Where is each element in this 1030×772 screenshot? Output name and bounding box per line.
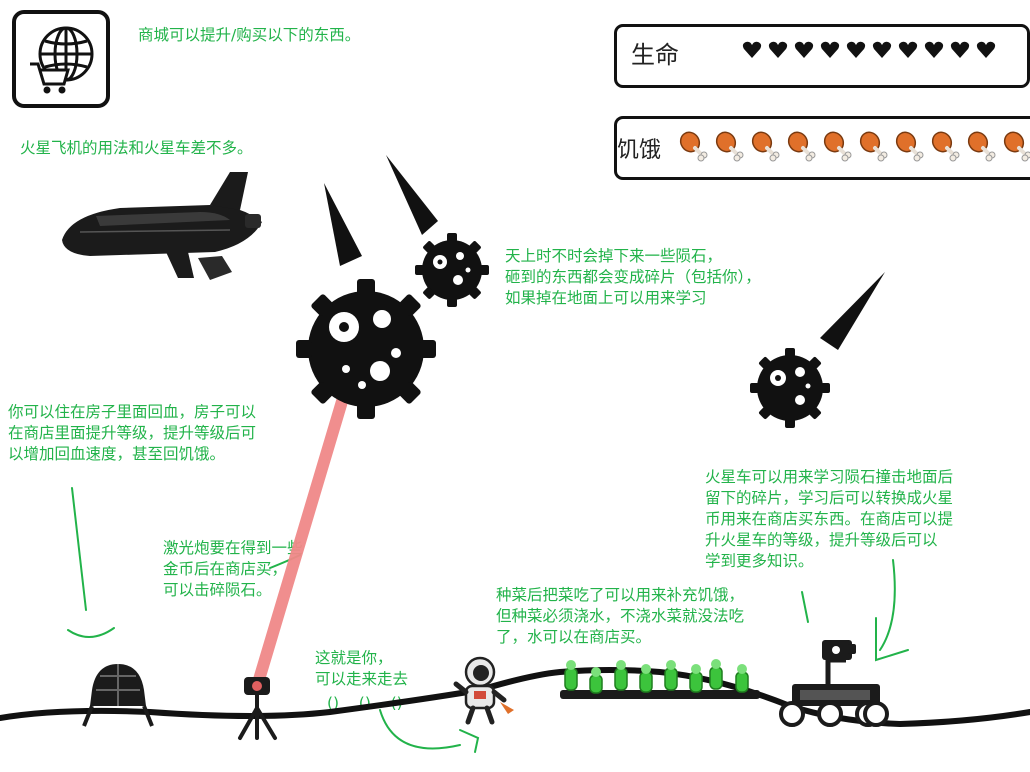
drumstick-icon bbox=[967, 131, 996, 162]
laser-cannon bbox=[238, 677, 277, 740]
meteor-trail bbox=[324, 183, 362, 266]
life-label: 生命 bbox=[631, 41, 679, 69]
meteor-large bbox=[296, 279, 436, 419]
drumstick-icon bbox=[715, 131, 744, 162]
note-shop: 商城可以提升/购买以下的东西。 bbox=[138, 26, 361, 44]
heart-icon bbox=[924, 41, 944, 58]
drumstick-icon bbox=[787, 131, 816, 162]
heart-icon bbox=[976, 41, 996, 58]
hunger-panel: 饥饿 bbox=[614, 116, 1030, 180]
note-plane: 火星飞机的用法和火星车差不多。 bbox=[20, 139, 253, 157]
drumstick-icon bbox=[1003, 131, 1030, 162]
heart-icon bbox=[820, 41, 840, 58]
note-laser: 激光炮要在得到一些 金币后在商店买， 可以击碎陨石。 bbox=[163, 539, 303, 599]
globe-cart-icon bbox=[30, 26, 94, 94]
drumstick-icon bbox=[931, 131, 960, 162]
heart-icon bbox=[898, 41, 918, 58]
vegetable-farm bbox=[560, 659, 760, 699]
note-player: 这就是你， 可以走来走去 bbox=[315, 649, 409, 688]
heart-icon bbox=[950, 41, 970, 58]
habitat-house bbox=[82, 664, 154, 727]
meteor-small bbox=[415, 233, 489, 307]
note-meteor: 天上时不时会掉下来一些陨石， 砸到的东西都会变成碎片（包括你）， 如果掉在地面上… bbox=[505, 247, 761, 307]
player-astronaut bbox=[453, 656, 514, 725]
drumsticks-row bbox=[679, 130, 1030, 162]
note-rover: 火星车可以用来学习陨石撞击地面后 留下的碎片，学习后可以转换成火星 币用来在商店… bbox=[705, 468, 954, 570]
heart-icon bbox=[768, 41, 788, 58]
drumstick-icon bbox=[823, 131, 852, 162]
heart-icon bbox=[846, 41, 866, 58]
shop-button[interactable] bbox=[12, 10, 110, 108]
drumstick-icon bbox=[751, 131, 780, 162]
hunger-label: 饥饿 bbox=[617, 138, 662, 163]
drumstick-icon bbox=[895, 131, 924, 162]
mars-plane bbox=[62, 172, 262, 280]
mars-rover bbox=[779, 640, 889, 727]
meteor-trail bbox=[820, 272, 885, 350]
drumstick-icon bbox=[679, 131, 708, 162]
heart-icon bbox=[742, 41, 762, 58]
heart-icon bbox=[794, 41, 814, 58]
drumstick-icon bbox=[859, 131, 888, 162]
hearts-row bbox=[742, 41, 996, 59]
meteor-small bbox=[750, 348, 830, 428]
heart-icon bbox=[872, 41, 892, 58]
note-player-marks: () () () bbox=[327, 694, 403, 712]
note-house: 你可以住在房子里面回血，房子可以 在商店里面提升等级，提升等级后可 以增加回血速… bbox=[8, 403, 257, 463]
meteor-trail bbox=[386, 155, 438, 235]
life-panel: 生命 bbox=[614, 24, 1030, 88]
note-farm: 种菜后把菜吃了可以用来补充饥饿， 但种菜必须浇水，不浇水菜就没法吃 了，水可以在… bbox=[496, 586, 745, 646]
ground-line bbox=[0, 667, 1030, 728]
